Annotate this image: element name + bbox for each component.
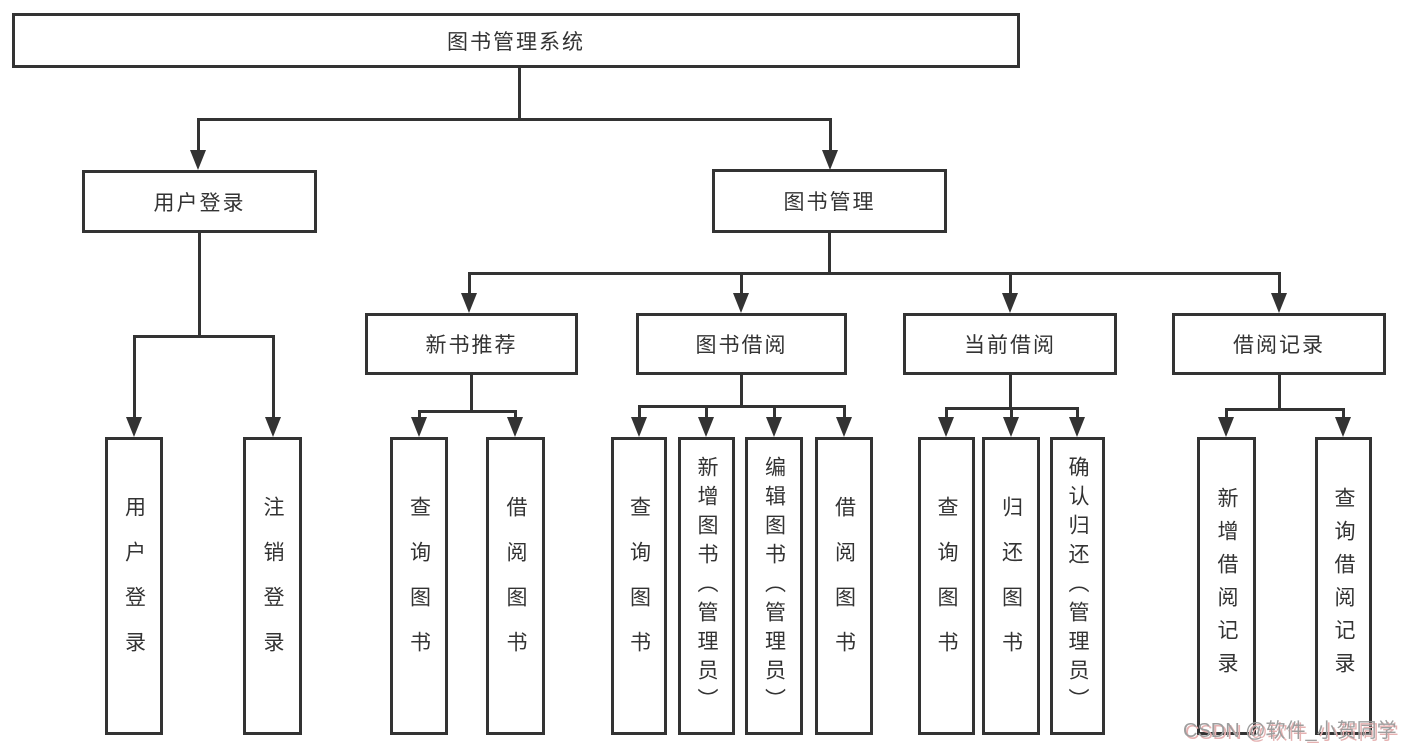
arrow-down-icon: [822, 150, 838, 170]
connector-stub: [772, 405, 776, 417]
arrow-down-icon: [1271, 293, 1287, 313]
connector-stub: [271, 335, 275, 417]
connector-stub: [513, 410, 517, 417]
arrow-down-icon: [766, 417, 782, 437]
node-new-book-recommend-label: 新书推荐: [425, 334, 518, 357]
node-book-borrow-label: 图书借阅: [695, 334, 788, 357]
leaf-edit-book-admin-label: 编辑图书（管理员）: [762, 455, 786, 717]
arrow-down-icon: [1069, 417, 1085, 437]
connector-stem: [827, 233, 831, 275]
connector-stub: [417, 410, 421, 417]
leaf-edit-book-admin: 编辑图书（管理员）: [745, 437, 803, 735]
leaf-query-borrow-record: 查询借阅记录: [1315, 437, 1372, 735]
leaf-confirm-return-admin: 确认归还（管理员）: [1050, 437, 1105, 735]
leaf-user-login: 用户登录: [105, 437, 163, 735]
leaf-logout-label: 注销登录: [261, 496, 284, 676]
arrow-down-icon: [733, 293, 749, 313]
connector-stem: [739, 375, 743, 408]
arrow-down-icon: [507, 417, 523, 437]
leaf-return-book-label: 归还图书: [999, 496, 1023, 676]
connector-branch: [637, 405, 846, 408]
connector-stem: [469, 375, 473, 413]
arrow-down-icon: [1218, 417, 1234, 437]
connector-branch: [132, 335, 275, 338]
connector-stub: [467, 272, 471, 293]
arrow-down-icon: [411, 417, 427, 437]
node-new-book-recommend: 新书推荐: [365, 313, 578, 375]
node-book-management: 图书管理: [712, 169, 947, 233]
arrow-down-icon: [631, 417, 647, 437]
connector-stub: [1075, 407, 1079, 417]
connector-stem: [1008, 375, 1012, 410]
node-root-system: 图书管理系统: [12, 13, 1020, 68]
connector-stub: [1008, 272, 1012, 293]
node-current-borrow-label: 当前借阅: [964, 334, 1056, 357]
leaf-add-borrow-record: 新增借阅记录: [1197, 437, 1256, 735]
arrow-down-icon: [1003, 417, 1019, 437]
connector-branch: [467, 272, 1281, 275]
node-root-system-label: 图书管理系统: [447, 30, 585, 54]
node-borrow-records-label: 借阅记录: [1233, 334, 1325, 357]
connector-stem: [197, 233, 201, 338]
node-borrow-records: 借阅记录: [1172, 313, 1386, 375]
connector-stem: [1277, 375, 1281, 411]
leaf-current-query-book-label: 查询图书: [935, 496, 958, 676]
leaf-add-borrow-record-label: 新增借阅记录: [1215, 487, 1238, 685]
leaf-newbook-query-book: 查询图书: [390, 437, 448, 735]
node-book-management-label: 图书管理: [783, 191, 876, 214]
arrow-down-icon: [265, 417, 281, 437]
connector-branch: [1224, 408, 1345, 411]
leaf-user-login-label: 用户登录: [122, 496, 146, 676]
watermark-text: CSDN @软件_小贺同学: [1183, 720, 1397, 742]
node-book-borrow: 图书借阅: [636, 313, 847, 375]
leaf-borrow-borrow-book-label: 借阅图书: [832, 496, 856, 676]
arrow-down-icon: [190, 150, 206, 170]
leaf-newbook-borrow-book-label: 借阅图书: [504, 496, 527, 676]
arrow-down-icon: [1335, 417, 1351, 437]
connector-branch: [417, 410, 517, 413]
connector-stem: [517, 68, 521, 121]
arrow-down-icon: [461, 293, 477, 313]
leaf-confirm-return-admin-label: 确认归还（管理员）: [1066, 455, 1089, 717]
arrow-down-icon: [938, 417, 954, 437]
leaf-add-book-admin: 新增图书（管理员）: [678, 437, 735, 735]
connector-stub: [1224, 408, 1228, 417]
arrow-down-icon: [698, 417, 714, 437]
leaf-newbook-borrow-book: 借阅图书: [486, 437, 545, 735]
leaf-logout: 注销登录: [243, 437, 302, 735]
leaf-query-borrow-record-label: 查询借阅记录: [1332, 487, 1355, 685]
connector-stub: [1277, 272, 1281, 293]
leaf-current-query-book: 查询图书: [918, 437, 975, 735]
leaf-newbook-query-book-label: 查询图书: [407, 496, 431, 676]
connector-branch: [196, 118, 832, 121]
leaf-borrow-borrow-book: 借阅图书: [815, 437, 873, 735]
connector-stub: [1341, 408, 1345, 417]
connector-stub: [739, 272, 743, 293]
connector-stub: [1009, 407, 1013, 417]
connector-stub: [637, 405, 641, 417]
node-user-login-label: 用户登录: [153, 191, 246, 215]
leaf-add-book-admin-label: 新增图书（管理员）: [695, 455, 718, 717]
leaf-borrow-query-book-label: 查询图书: [627, 496, 651, 676]
arrow-down-icon: [126, 417, 142, 437]
node-current-borrow: 当前借阅: [903, 313, 1117, 375]
connector-stub: [704, 405, 708, 417]
connector-stub: [196, 118, 200, 150]
arrow-down-icon: [1002, 293, 1018, 313]
connector-stub: [828, 118, 832, 150]
arrow-down-icon: [836, 417, 852, 437]
leaf-return-book: 归还图书: [982, 437, 1040, 735]
node-user-login: 用户登录: [82, 170, 317, 233]
connector-stub: [842, 405, 846, 417]
connector-stub: [944, 407, 948, 417]
leaf-borrow-query-book: 查询图书: [611, 437, 667, 735]
connector-stub: [132, 335, 136, 417]
